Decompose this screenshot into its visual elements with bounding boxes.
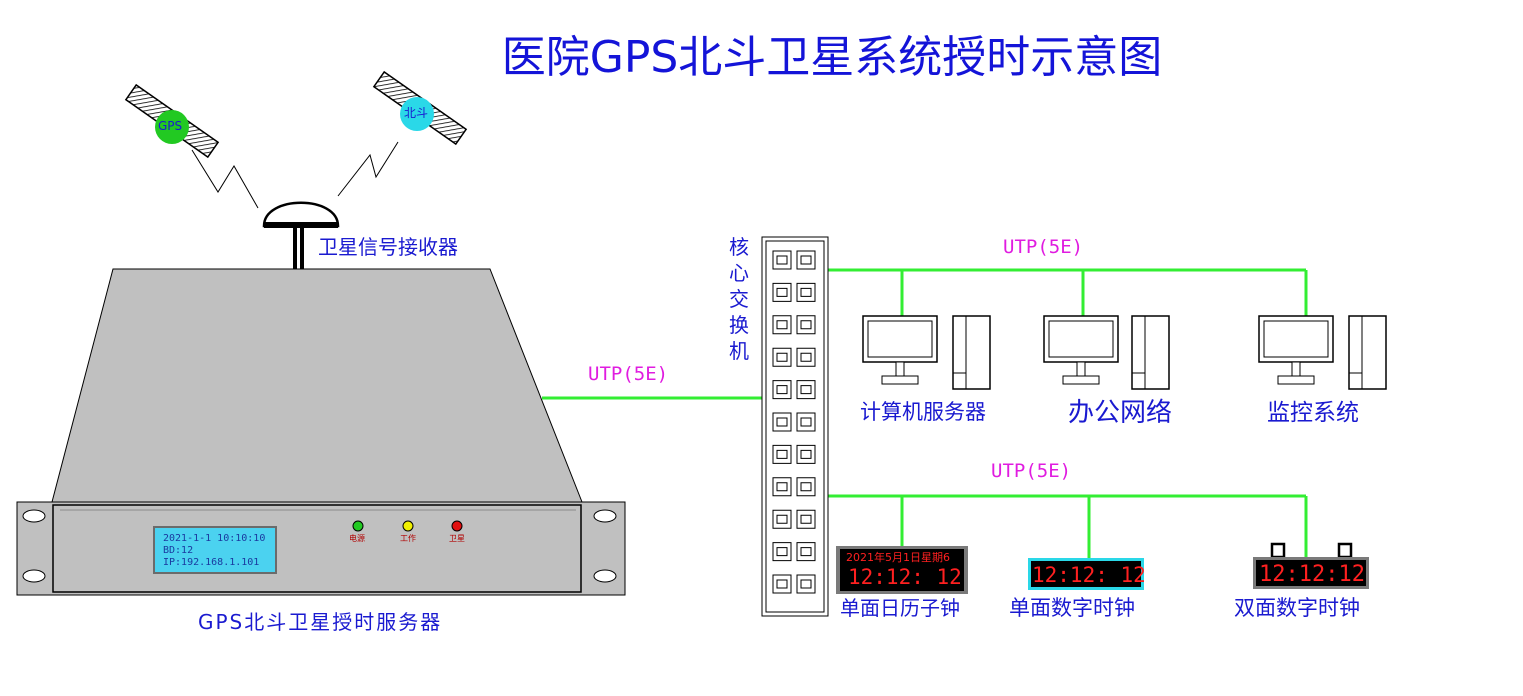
switch-label: 核 心 交 换 机 (728, 234, 750, 364)
switch-port-icon (772, 574, 816, 594)
work-led-icon (402, 520, 414, 532)
switch-port-icon (772, 282, 816, 302)
beidou-signal-icon (337, 141, 399, 197)
beidou-satellite-icon (372, 70, 468, 146)
diagram-title: 医院GPS北斗卫星系统授时示意图 (501, 32, 1163, 83)
gps-satellite-icon (124, 83, 220, 159)
monitoring-system-icon (1258, 315, 1387, 390)
switch-port-icon (772, 509, 816, 529)
bottom-bus-cable-label: UTP(5E) (991, 460, 1072, 482)
switch-label-char: 心 (729, 261, 749, 285)
single-digital-clock-icon (1028, 558, 1144, 590)
switch-label-char: 交 (729, 287, 749, 311)
calendar-clock-time: 12:12: 12 (848, 565, 962, 589)
core-switch-device (761, 236, 829, 617)
work-led-label: 工作 (400, 534, 416, 543)
gps-signal-icon (191, 149, 259, 209)
office-network-icon (1043, 315, 1170, 390)
calendar-clock-icon (836, 546, 968, 594)
lcd-line: IP:192.168.1.101 (163, 557, 260, 568)
antenna-icon (262, 201, 340, 272)
time-server-device (16, 268, 626, 596)
power-led-label: 电源 (349, 534, 365, 543)
single-clock-label: 单面数字时钟 (1009, 596, 1135, 620)
server-label: GPS北斗卫星授时服务器 (198, 610, 443, 634)
double-clock-label: 双面数字时钟 (1234, 596, 1360, 620)
monitoring-system-label: 监控系统 (1267, 400, 1359, 426)
switch-port-icon (772, 347, 816, 367)
calendar-clock-label: 单面日历子钟 (840, 596, 960, 620)
server-link-cable-label: UTP(5E) (588, 363, 669, 385)
switch-label-char: 换 (729, 313, 749, 337)
satellite-led-label: 卫星 (449, 534, 465, 543)
top-bus-cable-label: UTP(5E) (1003, 236, 1084, 258)
switch-port-icon (772, 444, 816, 464)
switch-label-char: 机 (729, 339, 749, 363)
gps-satellite-label: GPS (158, 119, 183, 133)
network-cables (542, 268, 1308, 558)
satellite-led-icon (451, 520, 463, 532)
power-led-icon (352, 520, 364, 532)
lcd-line: 2021-1-1 10:10:10 (163, 533, 266, 544)
double-digital-clock-icon (1253, 542, 1369, 589)
switch-port-icon (772, 412, 816, 432)
switch-port-icon (772, 542, 816, 562)
server-lcd-display: 2021-1-1 10:10:10 BD:12 IP:192.168.1.101 (153, 526, 277, 574)
switch-label-char: 核 (729, 235, 749, 259)
computer-server-icon (862, 315, 991, 390)
switch-port-icon (772, 380, 816, 400)
switch-port-icon (772, 477, 816, 497)
switch-port-icon (772, 315, 816, 335)
switch-port-icon (772, 250, 816, 270)
office-network-label: 办公网络 (1068, 398, 1173, 428)
beidou-satellite-label: 北斗 (404, 106, 429, 120)
receiver-label: 卫星信号接收器 (318, 235, 458, 259)
lcd-line: BD:12 (163, 545, 194, 556)
single-clock-time: 12:12: 12 (1032, 563, 1146, 587)
computer-server-label: 计算机服务器 (860, 400, 986, 424)
double-clock-time: 12:12:12 (1259, 562, 1365, 587)
calendar-clock-date: 2021年5月1日星期6 (846, 551, 950, 564)
